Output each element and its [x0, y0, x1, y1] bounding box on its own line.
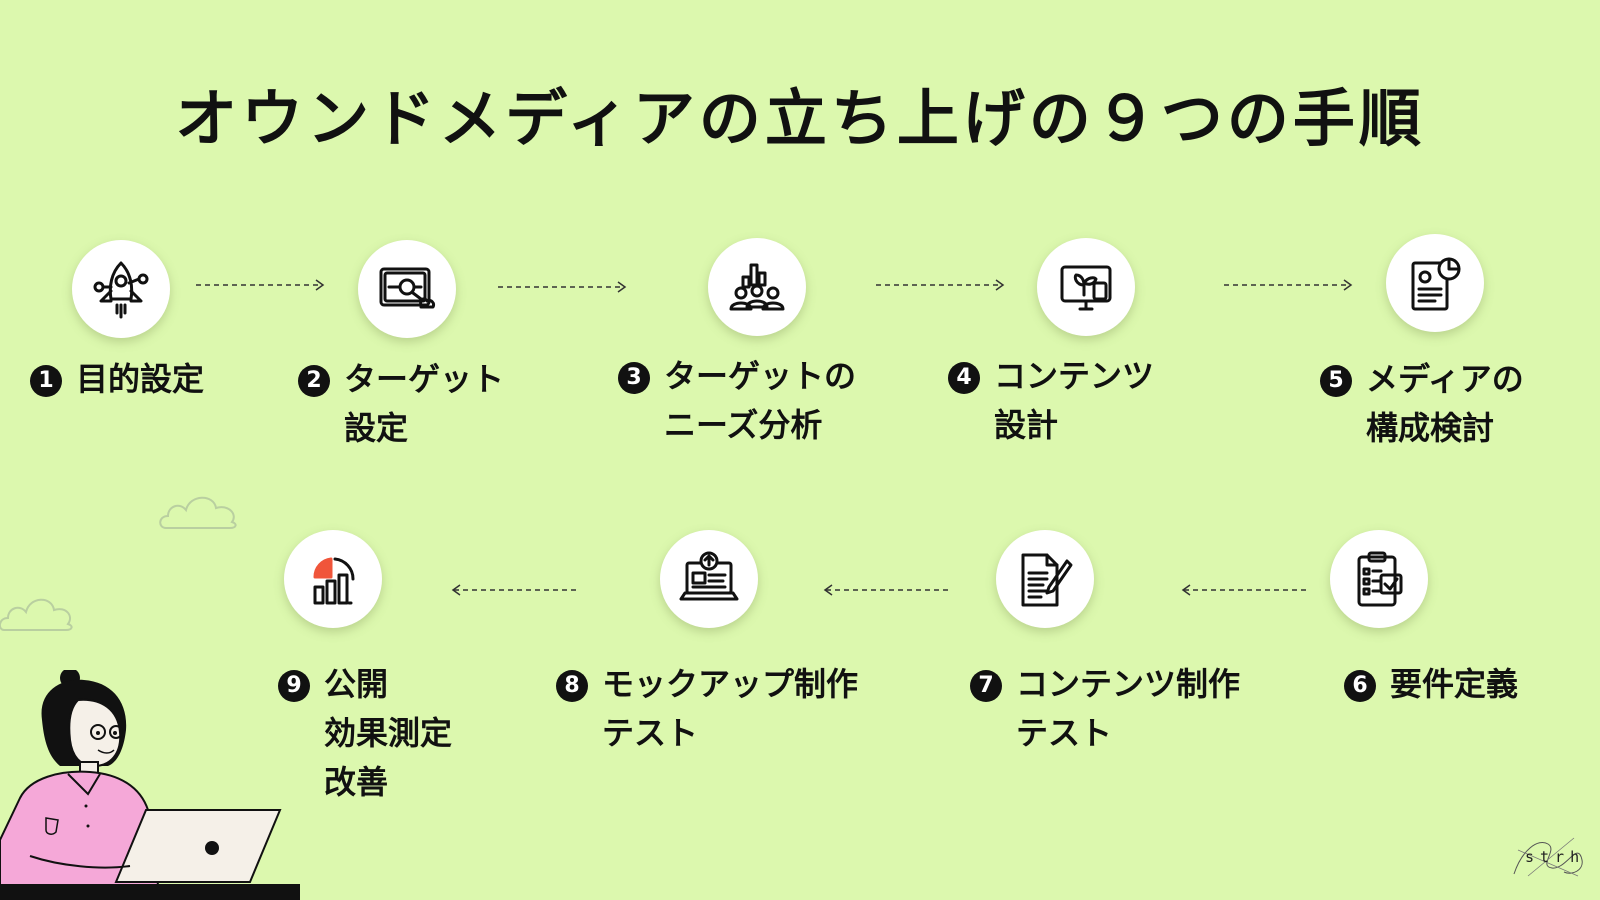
step-4-line-2: 設計 [994, 406, 1059, 444]
step-2-icon-circle [358, 240, 456, 338]
step-8-number: 8 [556, 670, 588, 702]
step-5-line-2: 構成検討 [1366, 409, 1495, 447]
step-9-line-2: 効果測定 [324, 714, 453, 752]
step-2-number: 2 [298, 365, 330, 397]
rocket-icon [93, 261, 149, 319]
target-search-icon [379, 267, 435, 309]
step-1-icon-circle [72, 240, 170, 338]
step-8-line-1: モックアップ制作 [602, 665, 859, 703]
step-5-line-1: メディアの [1366, 360, 1524, 398]
step-6-number: 6 [1344, 670, 1376, 702]
step-3-line-1: ターゲットの [664, 357, 857, 395]
step-8-line-2: テスト [602, 714, 699, 752]
step-7-number: 7 [970, 670, 1002, 702]
step-4-icon-circle [1037, 238, 1135, 336]
report-chart-icon [1411, 257, 1461, 311]
step-7-icon-circle [996, 530, 1094, 628]
step-2-label: 2 ターゲット 設定 [298, 355, 504, 453]
step-1-number: 1 [30, 365, 62, 397]
step-1-label: 1 目的設定 [30, 355, 204, 404]
cloud-icon [159, 496, 237, 529]
step-4-number: 4 [948, 362, 980, 394]
arrow-step-3-to-4 [876, 279, 1006, 291]
person-with-laptop-illustration [0, 670, 300, 900]
arrow-step-7-to-8 [822, 584, 952, 596]
cloud-icon [0, 598, 73, 631]
audience-analysis-icon [729, 263, 785, 311]
step-4-label: 4 コンテンツ 設計 [948, 352, 1154, 450]
laptop-upload-icon [679, 551, 739, 601]
step-9-line-3: 改善 [324, 763, 389, 801]
step-5-label: 5 メディアの 構成検討 [1320, 355, 1524, 453]
step-6-line-1: 要件定義 [1390, 665, 1519, 703]
step-6-label: 6 要件定義 [1344, 660, 1518, 709]
step-8-label: 8 モックアップ制作 テスト [556, 660, 858, 758]
step-2-line-1: ターゲット [344, 360, 505, 398]
step-8-icon-circle [660, 530, 758, 628]
step-3-line-2: ニーズ分析 [664, 406, 823, 444]
arrow-step-6-to-7 [1180, 584, 1310, 596]
step-9-number: 9 [278, 670, 310, 702]
arrow-step-4-to-5 [1224, 279, 1354, 291]
content-design-icon [1060, 265, 1112, 311]
step-2-line-2: 設定 [344, 409, 409, 447]
step-3-number: 3 [618, 362, 650, 394]
checklist-clipboard-icon [1357, 551, 1403, 607]
step-3-label: 3 ターゲットの ニーズ分析 [618, 352, 856, 450]
step-9-line-1: 公開 [324, 665, 389, 703]
arrow-step-8-to-9 [450, 584, 580, 596]
analytics-chart-icon [313, 557, 355, 605]
arrow-step-1-to-2 [196, 279, 326, 291]
step-3-icon-circle [708, 238, 806, 336]
step-4-line-1: コンテンツ [994, 357, 1155, 395]
step-1-line-1: 目的設定 [76, 360, 205, 398]
step-7-line-1: コンテンツ制作 [1016, 665, 1241, 703]
step-5-number: 5 [1320, 365, 1352, 397]
step-9-label: 9 公開 効果測定 改善 [278, 660, 452, 807]
logo-scribble-icon [1513, 837, 1583, 877]
page-title: オウンドメディアの立ち上げの９つの手順 [175, 82, 1425, 155]
step-6-icon-circle [1330, 530, 1428, 628]
document-pen-icon [1021, 553, 1073, 607]
step-7-line-2: テスト [1016, 714, 1113, 752]
logo-text: strh [1525, 848, 1586, 866]
step-9-icon-circle [284, 530, 382, 628]
step-5-icon-circle [1386, 234, 1484, 332]
step-7-label: 7 コンテンツ制作 テスト [970, 660, 1240, 758]
arrow-step-2-to-3 [498, 281, 628, 293]
